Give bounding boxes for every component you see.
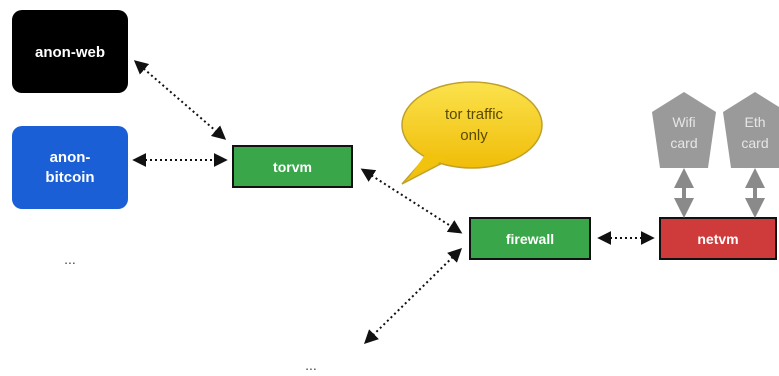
eth-card-label-line1: Eth	[744, 114, 765, 130]
anon-bitcoin-box	[12, 126, 128, 209]
eth-card-label-line2: card	[741, 135, 768, 151]
callout-text-line2: only	[460, 127, 488, 144]
firewall-node: firewall	[469, 217, 591, 260]
firewall-bottom-connector	[363, 248, 463, 344]
anon-web-node: anon-web	[12, 10, 128, 93]
torvm-label: torvm	[273, 159, 312, 175]
anon-web-torvm-connector	[133, 60, 227, 140]
eth-card-node: Eth card	[723, 92, 779, 168]
torvm-node: torvm	[232, 145, 353, 188]
netvm-label: netvm	[697, 231, 738, 247]
tor-traffic-callout: tor traffic only	[401, 81, 543, 185]
more-appvms-ellipsis: ...	[64, 251, 76, 267]
torvm-box	[232, 145, 353, 188]
wifi-card-pentagon	[652, 92, 716, 168]
callout-text-line1: tor traffic	[445, 106, 504, 123]
more-connections-ellipsis: ...	[305, 357, 317, 373]
wifi-card-label-line2: card	[670, 135, 697, 151]
callout-bubble-body	[401, 81, 543, 169]
wifi-card-node: Wifi card	[652, 92, 716, 168]
netvm-box	[659, 217, 777, 260]
anon-web-box	[12, 10, 128, 93]
anon-web-label: anon-web	[35, 44, 105, 61]
anon-bitcoin-label-line2: bitcoin	[45, 169, 94, 186]
wifi-card-label-line1: Wifi	[672, 114, 695, 130]
eth-card-pentagon	[723, 92, 779, 168]
firewall-label: firewall	[506, 231, 554, 247]
torvm-firewall-connector	[360, 168, 463, 234]
anon-bitcoin-node: anon- bitcoin	[12, 126, 128, 209]
netvm-node: netvm	[659, 217, 777, 260]
anon-bitcoin-label-line1: anon-	[50, 149, 91, 166]
firewall-box	[469, 217, 591, 260]
